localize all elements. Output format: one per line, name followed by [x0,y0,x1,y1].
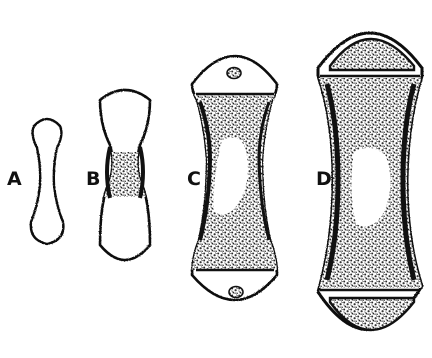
bone-b-periosteal-collar-left [107,147,110,198]
bone-d-lower-epiphysis [330,298,414,330]
bone-b [100,90,150,260]
label-b: B [86,168,100,190]
bone-d [318,33,424,330]
label-c: C [187,168,201,190]
bone-c-lower-secondary-center [229,287,243,298]
bone-a [31,119,64,244]
bone-b-periosteal-collar-right [140,147,143,198]
bone-a-outline [31,119,64,244]
bone-c-upper-secondary-center [227,68,241,79]
bone-c [190,56,280,300]
label-d: D [316,168,332,190]
label-a: A [7,168,22,190]
